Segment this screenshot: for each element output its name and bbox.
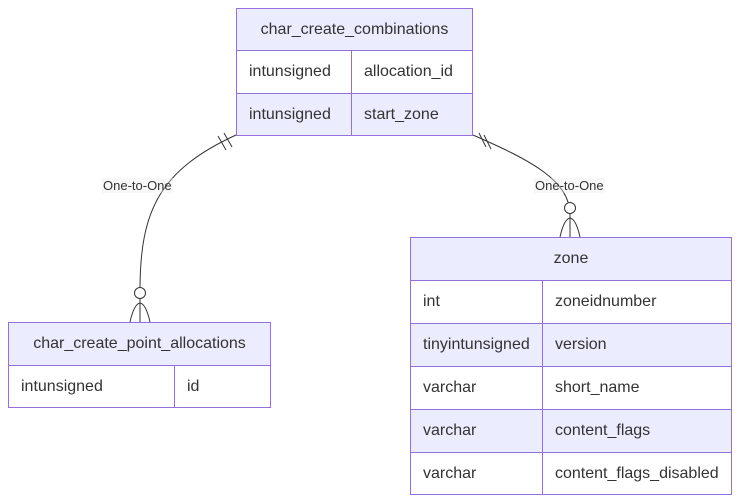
many-marker	[559, 217, 581, 238]
column-divider	[542, 324, 543, 366]
attribute-name: start_zone	[364, 105, 439, 123]
entity-title: char_create_point_allocations	[9, 323, 270, 366]
column-divider	[351, 51, 352, 93]
column-divider	[542, 367, 543, 409]
entity-char-create-point-allocations[interactable]: char_create_point_allocations intunsigne…	[8, 322, 271, 408]
attribute-name: short_name	[555, 379, 640, 396]
attribute-name: content_flags_disabled	[555, 464, 719, 482]
one-marker	[217, 135, 227, 151]
attribute-type: intunsigned	[21, 377, 103, 395]
column-divider	[351, 94, 352, 135]
entity-title: char_create_combinations	[237, 9, 472, 51]
one-marker	[478, 132, 487, 148]
attribute-name: version	[555, 336, 607, 353]
entity-row: varchar content_flags	[411, 410, 731, 453]
entity-char-create-combinations[interactable]: char_create_combinations intunsigned all…	[236, 8, 473, 136]
attribute-name: id	[187, 377, 200, 395]
relationship-label-allocations: One-to-One	[102, 178, 173, 193]
column-divider	[542, 281, 543, 323]
entity-row: varchar short_name	[411, 367, 731, 410]
column-divider	[542, 453, 543, 494]
one-marker	[483, 134, 492, 150]
entity-row: intunsigned allocation_id	[237, 51, 472, 94]
attribute-type: intunsigned	[249, 63, 331, 80]
attribute-type: varchar	[423, 422, 477, 439]
attribute-name: zoneidnumber	[555, 293, 657, 310]
column-divider	[542, 410, 543, 452]
entity-row: intunsigned start_zone	[237, 94, 472, 135]
attribute-type: varchar	[423, 464, 477, 482]
entity-zone[interactable]: zone int zoneidnumber tinyintunsigned ve…	[410, 237, 732, 495]
attribute-type: int	[423, 293, 440, 310]
column-divider	[174, 366, 175, 407]
entity-row: int zoneidnumber	[411, 281, 731, 324]
entity-row: varchar content_flags_disabled	[411, 453, 731, 494]
zero-marker	[564, 202, 576, 214]
relationship-label-zone: One-to-One	[534, 178, 605, 193]
attribute-type: varchar	[423, 379, 477, 396]
entity-row: tinyintunsigned version	[411, 324, 731, 367]
attribute-type: intunsigned	[249, 105, 331, 123]
relationship-line-allocations	[139, 134, 237, 322]
entity-row: intunsigned id	[9, 366, 270, 407]
zero-marker	[134, 287, 146, 299]
attribute-name: content_flags	[555, 422, 651, 439]
attribute-name: allocation_id	[364, 63, 453, 80]
one-marker	[223, 132, 233, 148]
many-marker	[129, 302, 151, 323]
attribute-type: tinyintunsigned	[423, 336, 530, 353]
entity-title: zone	[411, 238, 731, 281]
